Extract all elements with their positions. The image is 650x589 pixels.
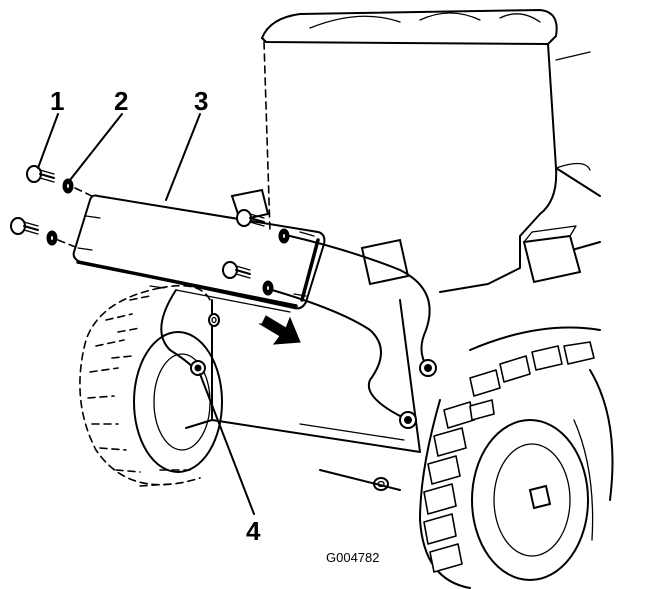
callout-4: 4 xyxy=(246,516,261,546)
callout-1: 1 xyxy=(50,86,64,116)
leader-2 xyxy=(69,113,123,181)
bolt-lower-left xyxy=(10,217,79,249)
right-track xyxy=(419,326,614,589)
callout-2: 2 xyxy=(114,86,128,116)
figure-id: G004782 xyxy=(326,550,380,565)
alignment-lines xyxy=(160,235,431,421)
removal-arrow xyxy=(258,315,301,345)
machine-body xyxy=(185,9,601,491)
leader-4 xyxy=(199,373,255,515)
mount-holes xyxy=(190,313,437,429)
bolt-lower-right xyxy=(222,261,274,296)
bolt-upper-right xyxy=(236,209,290,244)
bolt-upper-left xyxy=(26,165,97,199)
leader-1 xyxy=(37,113,59,169)
callout-leaders xyxy=(37,113,255,515)
callout-3: 3 xyxy=(194,86,208,116)
cover-plate xyxy=(72,194,326,313)
leader-3 xyxy=(165,113,201,201)
left-track xyxy=(79,284,223,487)
